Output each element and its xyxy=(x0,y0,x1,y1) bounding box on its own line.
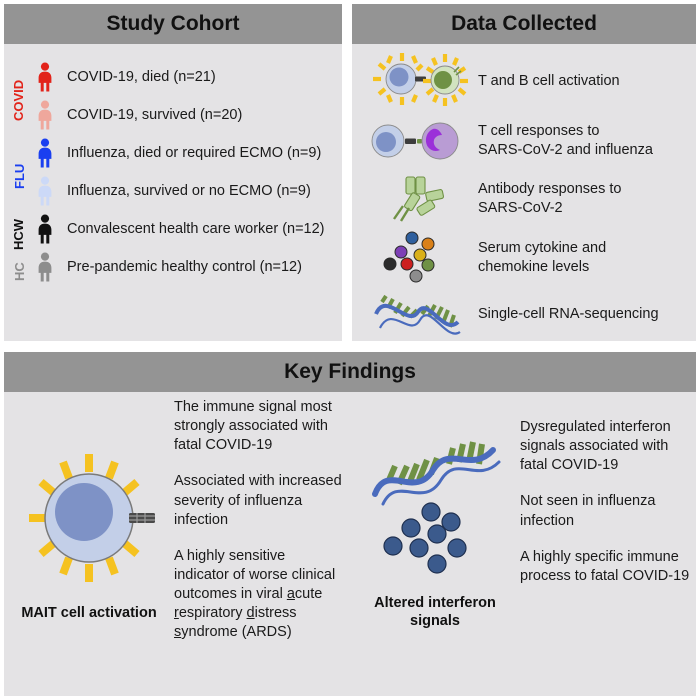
data-row: Serum cytokine and chemokine levels xyxy=(352,228,696,288)
finding-paragraph: Not seen in influenza infection xyxy=(520,493,656,529)
key-findings-body: MAIT cell activation The immune signal m… xyxy=(4,392,696,696)
cohort-row: Influenza, survived or no ECMO (n=9) xyxy=(4,172,342,210)
data-row-label-line2: SARS-CoV-2 and influenza xyxy=(478,142,653,158)
person-icon xyxy=(30,100,60,130)
data-row-label-line1: Serum cytokine and xyxy=(478,240,607,257)
finding-paragraph: The immune signal most strongly associat… xyxy=(174,399,332,454)
ards-s: s xyxy=(174,624,182,641)
panel-data-collected: Data Collected xyxy=(352,4,696,341)
finding-paragraph: Associated with increased severity of in… xyxy=(174,473,342,528)
cohort-row-label: Pre-pandemic healthy control (n=12) xyxy=(67,259,302,275)
cohort-row: Pre-pandemic healthy control (n=12) xyxy=(4,248,342,286)
key-findings-left-text: The immune signal most strongly associat… xyxy=(174,392,344,642)
activated-t-and-b-cell-figure xyxy=(352,50,478,112)
finding-paragraph: A highly specific immune process to fata… xyxy=(520,548,690,584)
data-row: T cell responses to SARS-CoV-2 and influ… xyxy=(352,112,696,170)
antibody-figure xyxy=(352,173,478,225)
data-row: Antibody responses to SARS-CoV-2 xyxy=(352,170,696,228)
key-findings-right-column: Altered interferon signals Dysregulated … xyxy=(350,392,696,696)
data-row: T and B cell activation xyxy=(352,50,696,112)
panel-key-findings-title: Key Findings xyxy=(4,352,696,392)
person-icon xyxy=(30,138,60,168)
cohort-row: COVID-19, died (n=21) xyxy=(4,58,342,96)
panel-data-collected-title: Data Collected xyxy=(352,4,696,44)
finding-paragraph-ards: A highly sensitive indicator of worse cl… xyxy=(174,547,344,643)
cohort-row-label: COVID-19, died (n=21) xyxy=(67,69,216,85)
cohort-row-label: COVID-19, survived (n=20) xyxy=(67,107,243,123)
ards-r: r xyxy=(174,605,179,622)
interferon-figure-label-line2: signals xyxy=(410,613,460,630)
ards-pre: A highly sensitive indicator of worse cl… xyxy=(174,547,336,602)
data-row-label-line2: chemokine levels xyxy=(478,259,590,275)
cohort-row-label: Convalescent health care worker (n=12) xyxy=(67,221,325,237)
person-icon xyxy=(30,62,60,92)
panel-study-cohort: Study Cohort COVID FLU HCW HC COVID-19, … xyxy=(4,4,342,341)
person-icon xyxy=(30,176,60,206)
person-icon xyxy=(30,214,60,244)
panel-key-findings: Key Findings xyxy=(4,352,696,696)
mait-cell-activation-figure: MAIT cell activation xyxy=(4,392,174,622)
cohort-row-label: Influenza, died or required ECMO (n=9) xyxy=(67,145,322,161)
key-findings-right-text: Dysregulated interferon signals associat… xyxy=(520,392,690,586)
cohort-row: COVID-19, survived (n=20) xyxy=(4,96,342,134)
cytokine-dots-figure xyxy=(352,230,478,286)
altered-interferon-signals-figure: Altered interferon signals xyxy=(350,392,520,630)
ards-yndrome: yndrome xyxy=(181,624,242,641)
cohort-row: Influenza, died or required ECMO (n=9) xyxy=(4,134,342,172)
dna-helix-figure xyxy=(352,288,478,340)
data-row-label: Single-cell RNA-sequencing xyxy=(478,305,659,322)
cohort-row-label: Influenza, survived or no ECMO (n=9) xyxy=(67,183,311,199)
t-cell-apc-interaction-figure xyxy=(352,115,478,167)
data-collected-list: T and B cell activation T cell responses xyxy=(352,44,696,340)
ards-d: d xyxy=(246,605,255,622)
data-row-label-line1: Antibody responses to xyxy=(478,181,622,198)
ards-a: a xyxy=(286,586,295,602)
interferon-figure-label: Altered interferon signals xyxy=(374,594,496,630)
data-row: Single-cell RNA-sequencing xyxy=(352,288,696,340)
data-row-label-line1: T cell responses to xyxy=(478,123,600,140)
data-row-label-line2: SARS-CoV-2 xyxy=(478,200,563,216)
data-row-label: T and B cell activation xyxy=(478,72,620,89)
ards-istress: istress xyxy=(254,605,297,622)
ards-cute: cute xyxy=(294,586,323,602)
cohort-row: Convalescent health care worker (n=12) xyxy=(4,210,342,248)
panel-study-cohort-title: Study Cohort xyxy=(4,4,342,44)
ards-espiratory: espiratory xyxy=(178,605,247,622)
mait-cell-figure-label: MAIT cell activation xyxy=(21,605,157,621)
data-row-label: Antibody responses to SARS-CoV-2 xyxy=(478,180,621,218)
key-findings-left-column: MAIT cell activation The immune signal m… xyxy=(4,392,350,696)
interferon-figure-label-line1: Altered interferon xyxy=(374,595,496,611)
cohort-list: COVID FLU HCW HC COVID-19, died (n=21) C… xyxy=(4,44,342,286)
ards-post: (ARDS) xyxy=(241,624,292,641)
data-row-label: Serum cytokine and chemokine levels xyxy=(478,239,606,277)
finding-paragraph: Dysregulated interferon signals associat… xyxy=(520,419,671,474)
data-row-label: T cell responses to SARS-CoV-2 and influ… xyxy=(478,122,653,160)
person-icon xyxy=(30,252,60,282)
